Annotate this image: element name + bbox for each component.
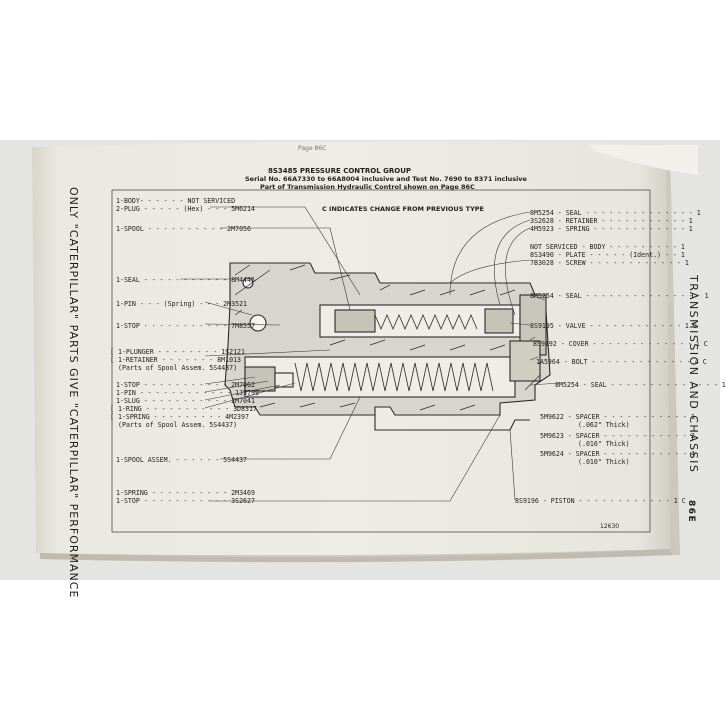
label-spool-assem: 1-SPOOL ASSEM. - - - - - - 5S4437	[116, 456, 248, 464]
label-pin: 1-PIN - - - - - - - - - - - - 1J5799	[116, 389, 259, 397]
label-r-screw: 7B3028 - SCREW - - - - - - - - - - - - 1	[530, 259, 689, 267]
serial-line: Serial No. 66A7330 to 66A8004 inclusive …	[245, 175, 527, 183]
label-r-seal-3: 8M5254 - SEAL - - - - - - - - - - - - - …	[555, 381, 726, 389]
label-seal: 1-SEAL - - - - - - - - - - - 8M4445	[116, 276, 255, 284]
label-r-spacer-2-thick: (.016" Thick)	[578, 440, 630, 448]
label-r-bolt: 1A5964 - BOLT - - - - - - - - - - - - - …	[536, 358, 707, 366]
label-spool: 1-SPOOL - - - - - - - - - - 2M7056	[116, 225, 251, 233]
label-r-spacer-1: 5M9622 - SPACER - - - - - - - - - - - 1	[540, 413, 695, 421]
label-stop: 1-STOP - - - - - - - - - - - 7M8557	[116, 322, 255, 330]
label-parts-of-spool-1: (Parts of Spool Assem. 5S4437)	[118, 364, 238, 372]
label-spring-2: 1-SPRING - - - - - - - - - - 2M3469	[116, 489, 255, 497]
label-r-spring: 4M5923 - SPRING - - - - - - - - - - - - …	[530, 225, 693, 233]
top-corner-text: Page 86C	[298, 145, 327, 152]
label-r-spacer-1-thick: (.062" Thick)	[578, 421, 630, 429]
label-r-retainer: 3S2628 - RETAINER - - - - - - - - - - - …	[530, 217, 693, 225]
label-r-body: NOT SERVICED - BODY - - - - - - - - - 1	[530, 243, 685, 251]
label-body: 1-BODY- - - - - - NOT SERVICED	[116, 197, 236, 205]
label-r-spacer-3-thick: (.010" Thick)	[578, 458, 630, 466]
label-retainer: [ 1-RETAINER - - - - - - - 8M1013	[110, 356, 242, 364]
parts-book: Page 86C 8S3485 PRESSURE CONTROL GROUP S…	[30, 141, 726, 598]
label-r-piston: 8S9196 - PISTON - - - - - - - - - - - - …	[515, 497, 686, 505]
label-pin-spring: 1-PIN - - - (Spring) - - - 2M3521	[116, 300, 248, 308]
label-r-seal: 8M5254 - SEAL - - - - - - - - - - - - - …	[530, 209, 701, 217]
leader-lines	[180, 206, 561, 502]
label-r-spacer-3: 5M9624 - SPACER - - - - - - - - - - - 4	[540, 450, 695, 458]
pressure-control-cutaway	[180, 206, 561, 502]
label-ring: [ 1-RING - - - - - - - - - - - 3D8317	[110, 405, 257, 413]
label-slug: 1-SLUG - - - - - - - - - - - 2M7041	[116, 397, 255, 405]
group-title: 8S3485 PRESSURE CONTROL GROUP	[268, 167, 412, 175]
label-plunger: [ 1-PLUNGER - - - - - - - - 1S2121	[110, 348, 245, 356]
valve-body	[224, 262, 551, 431]
change-note: C INDICATES CHANGE FROM PREVIOUS TYPE	[322, 205, 484, 213]
figure-number: 12630	[600, 523, 620, 530]
part-of-line: Part of Transmission Hydraulic Control s…	[260, 183, 475, 191]
label-stop-2: 1-STOP - - - - - - - - - - - 2M7062	[116, 381, 255, 389]
label-plug: 2-PLUG - - - - - (Hex) - - - 5M6214	[116, 205, 255, 213]
label-spring: [ 1-SPRING - - - - - - - - - 4M2397	[110, 413, 249, 421]
label-parts-of-spool-2: (Parts of Spool Assem. 5S4437)	[118, 421, 238, 429]
label-r-seal-2: 8M5254 - SEAL - - - - - - - - - - - - - …	[530, 292, 709, 300]
label-r-valve: 8S9195 - VALVE - - - - - - - - - - - - 1…	[530, 322, 697, 330]
label-r-spacer-2: 5M9623 - SPACER - - - - - - - - - - - 2	[540, 432, 695, 440]
label-stop-3: 1-STOP - - - - - - - - - - - 3S2627	[116, 497, 255, 505]
label-r-plate: 8S3490 - PLATE - - - - - (Ident.) - - 1	[530, 251, 685, 259]
springs	[294, 313, 494, 392]
label-r-cover: 8S9192 - COVER - - - - - - - - - - - - -…	[533, 340, 708, 348]
